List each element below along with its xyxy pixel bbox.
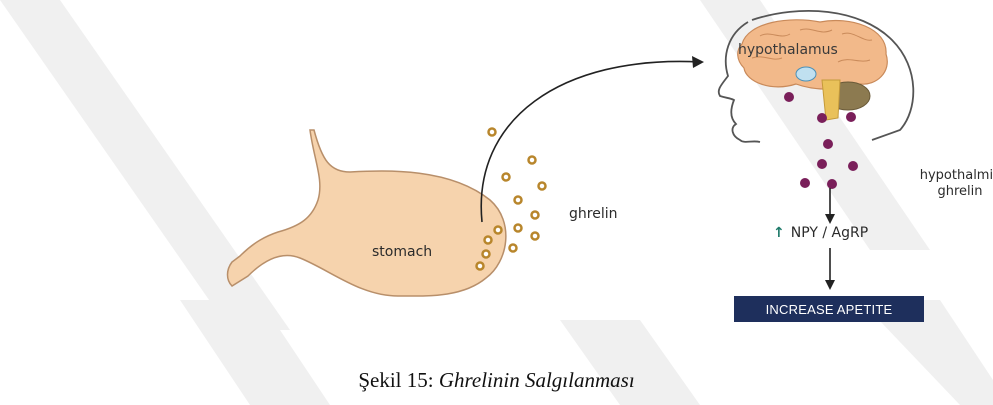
npy-agrp-label: ↑ NPY / AgRP — [773, 225, 868, 241]
up-arrow-icon: ↑ — [773, 225, 785, 241]
down-arrow-icon — [825, 214, 835, 224]
figure-caption: Şekil 15: Ghrelinin Salgılanması — [0, 368, 993, 393]
stomach-icon — [228, 130, 506, 296]
curved-arrow-head — [692, 56, 704, 68]
stomach-label: stomach — [372, 244, 432, 260]
down-arrow-icon-2 — [825, 280, 835, 290]
ghrelin-label: ghrelin — [569, 206, 617, 222]
hypothalamus-label: hypothalamus — [738, 42, 838, 58]
npy-agrp-text: NPY / AgRP — [791, 225, 868, 241]
increase-apetite-banner: INCREASE APETITE — [734, 296, 924, 322]
caption-title: Ghrelinin Salgılanması — [439, 368, 635, 392]
caption-prefix: Şekil 15: — [358, 368, 439, 392]
hypothalmic-ghrelin-label: hypothalmic ghrelin — [905, 168, 993, 200]
